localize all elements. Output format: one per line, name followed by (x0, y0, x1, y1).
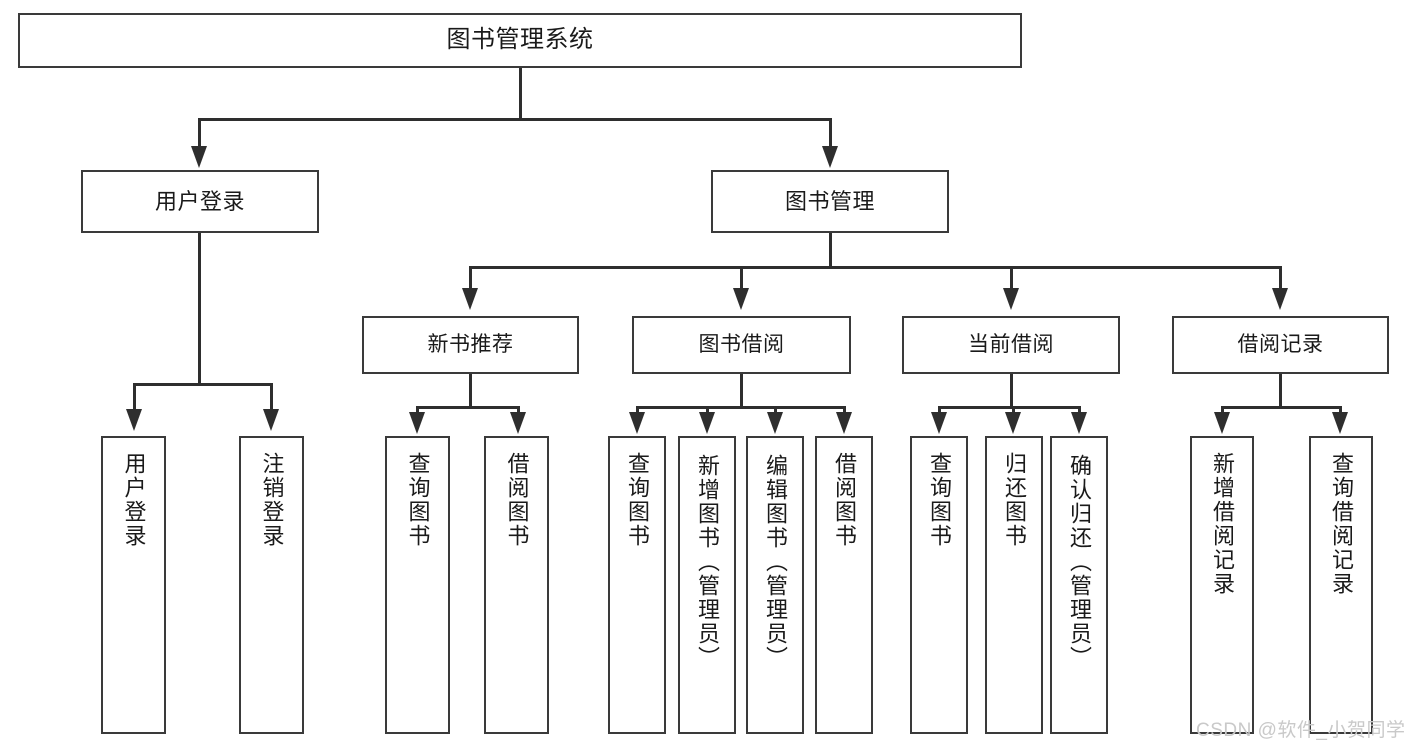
node-leaf-edit-book[interactable]: 编辑图书（管理员） (746, 436, 804, 734)
node-leaf-add-book[interactable]: 新增图书（管理员） (678, 436, 736, 734)
node-leaf-query-book-1[interactable]: 查询图书 (385, 436, 450, 734)
node-leaf-user-login[interactable]: 用户登录 (101, 436, 166, 734)
connector-book-borrow-trunk (740, 374, 743, 408)
arrowhead-leaf-borrow-book-1 (510, 412, 526, 434)
connector-cb-c2 (1012, 406, 1015, 416)
connector-user-login-right (270, 383, 273, 411)
node-label: 确认归还（管理员） (1067, 454, 1092, 670)
node-leaf-query-record[interactable]: 查询借阅记录 (1309, 436, 1373, 734)
arrowhead-borrow-record (1272, 288, 1288, 310)
connector-root-to-book-manage (829, 118, 832, 148)
node-label: 借阅图书 (504, 452, 530, 548)
node-label: 查询图书 (405, 452, 431, 548)
connector-user-login-bus (133, 383, 272, 386)
node-borrow-record[interactable]: 借阅记录 (1172, 316, 1389, 374)
connector-to-current-borrow (1010, 266, 1013, 290)
node-label: 查询图书 (927, 452, 952, 548)
node-book-borrow[interactable]: 图书借阅 (632, 316, 851, 374)
node-leaf-return-book[interactable]: 归还图书 (985, 436, 1043, 734)
connector-bb-c2 (706, 406, 709, 416)
arrowhead-leaf-query-book-3 (931, 412, 947, 434)
arrowhead-leaf-return-book (1005, 412, 1021, 434)
node-leaf-borrow-book-1[interactable]: 借阅图书 (484, 436, 549, 734)
connector-cb-c3 (1078, 406, 1081, 416)
connector-borrow-record-trunk (1279, 374, 1282, 408)
arrowhead-leaf-edit-book (767, 412, 783, 434)
node-label: 归还图书 (1002, 452, 1027, 548)
arrowhead-leaf-query-book-2 (629, 412, 645, 434)
connector-br-c1 (1221, 406, 1224, 416)
connector-nbr-c2 (517, 406, 520, 416)
connector-to-new-book-recommend (469, 266, 472, 290)
arrowhead-leaf-borrow-book-2 (836, 412, 852, 434)
connector-bb-c4 (843, 406, 846, 416)
arrowhead-book-manage (822, 146, 838, 168)
arrowhead-leaf-confirm-return (1071, 412, 1087, 434)
node-current-borrow[interactable]: 当前借阅 (902, 316, 1120, 374)
connector-br-c2 (1339, 406, 1342, 416)
arrowhead-leaf-query-book-1 (409, 412, 425, 434)
node-leaf-query-book-3[interactable]: 查询图书 (910, 436, 968, 734)
connector-book-manage-trunk (829, 233, 832, 268)
node-label: 新增图书（管理员） (695, 454, 720, 670)
node-label: 借阅记录 (1237, 332, 1324, 356)
node-label: 查询图书 (625, 452, 650, 548)
node-label: 图书管理 (784, 188, 875, 214)
node-leaf-logout[interactable]: 注销登录 (239, 436, 304, 734)
connector-root-trunk (519, 68, 522, 120)
node-label: 用户登录 (154, 188, 245, 214)
connector-user-login-trunk (198, 233, 201, 385)
arrowhead-book-borrow (733, 288, 749, 310)
connector-to-borrow-record (1279, 266, 1282, 290)
connector-user-login-left (133, 383, 136, 411)
arrowhead-leaf-add-book (699, 412, 715, 434)
connector-new-book-recommend-trunk (469, 374, 472, 408)
node-label: 图书管理系统 (446, 26, 594, 54)
node-user-login[interactable]: 用户登录 (81, 170, 319, 233)
arrowhead-leaf-query-record (1332, 412, 1348, 434)
connector-current-borrow-bus (938, 406, 1081, 409)
connector-cb-c1 (938, 406, 941, 416)
arrowhead-leaf-user-login (126, 409, 142, 431)
connector-to-book-borrow (740, 266, 743, 290)
connector-bb-c3 (774, 406, 777, 416)
connector-bb-c1 (636, 406, 639, 416)
node-label: 新书推荐 (427, 332, 514, 356)
node-label: 图书借阅 (698, 332, 785, 356)
connector-current-borrow-trunk (1010, 374, 1013, 408)
connector-root-to-user-login (198, 118, 201, 148)
connector-book-borrow-bus (636, 406, 846, 409)
arrowhead-user-login (191, 146, 207, 168)
connector-book-manage-bus (469, 266, 1281, 269)
node-book-manage[interactable]: 图书管理 (711, 170, 949, 233)
arrowhead-leaf-logout (263, 409, 279, 431)
node-label: 新增借阅记录 (1210, 452, 1235, 596)
node-leaf-query-book-2[interactable]: 查询图书 (608, 436, 666, 734)
node-label: 当前借阅 (968, 332, 1054, 356)
node-label: 查询借阅记录 (1329, 452, 1354, 596)
node-leaf-add-record[interactable]: 新增借阅记录 (1190, 436, 1254, 734)
node-leaf-confirm-return[interactable]: 确认归还（管理员） (1050, 436, 1108, 734)
arrowhead-leaf-add-record (1214, 412, 1230, 434)
node-root-system[interactable]: 图书管理系统 (18, 13, 1022, 68)
node-leaf-borrow-book-2[interactable]: 借阅图书 (815, 436, 873, 734)
connector-borrow-record-bus (1221, 406, 1342, 409)
node-label: 借阅图书 (832, 452, 857, 548)
node-new-book-recommend[interactable]: 新书推荐 (362, 316, 579, 374)
connector-nbr-c1 (416, 406, 419, 416)
node-label: 注销登录 (259, 452, 285, 548)
connector-root-bus (198, 118, 832, 121)
arrowhead-new-book-recommend (462, 288, 478, 310)
arrowhead-current-borrow (1003, 288, 1019, 310)
node-label: 用户登录 (121, 452, 147, 548)
node-label: 编辑图书（管理员） (763, 454, 788, 670)
connector-new-book-recommend-bus (416, 406, 520, 409)
